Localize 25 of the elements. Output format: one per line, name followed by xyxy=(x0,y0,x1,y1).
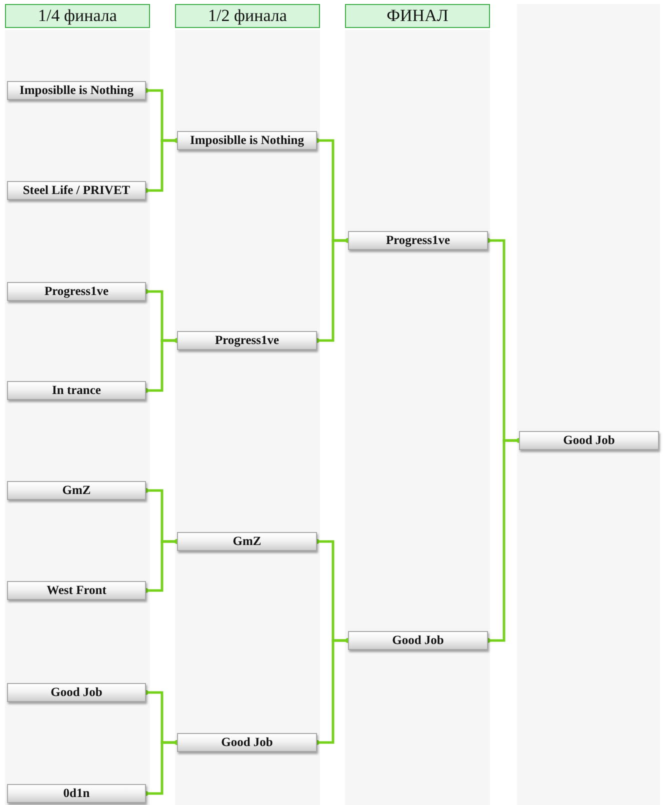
team-box: Good Job xyxy=(348,631,488,650)
connector-line xyxy=(486,438,522,643)
round-header: 1/2 финала xyxy=(175,4,320,28)
team-box: Good Job xyxy=(519,431,659,450)
team-box: Progress1ve xyxy=(7,282,146,301)
connector-line xyxy=(144,338,180,393)
team-box: Steel Life / PRIVET xyxy=(7,181,146,200)
team-box: Progress1ve xyxy=(348,231,488,250)
connector-line xyxy=(314,638,350,745)
round-header: 1/4 финала xyxy=(5,4,150,28)
connector-line xyxy=(144,539,180,593)
team-box: Good Job xyxy=(177,733,317,752)
team-box: Good Job xyxy=(7,683,146,702)
round-header: ФИНАЛ xyxy=(345,4,490,28)
team-box: 0d1n xyxy=(7,784,146,803)
team-box: Imposiblle is Nothing xyxy=(177,131,317,150)
team-box: Imposiblle is Nothing xyxy=(7,81,146,100)
connector-line xyxy=(144,740,180,796)
team-box: Progress1ve xyxy=(177,331,317,350)
connector-line xyxy=(144,138,180,193)
team-box: In trance xyxy=(7,381,146,400)
connector-line xyxy=(314,238,350,343)
team-box: West Front xyxy=(7,581,146,600)
team-box: GmZ xyxy=(177,532,317,551)
team-box: GmZ xyxy=(7,481,146,500)
